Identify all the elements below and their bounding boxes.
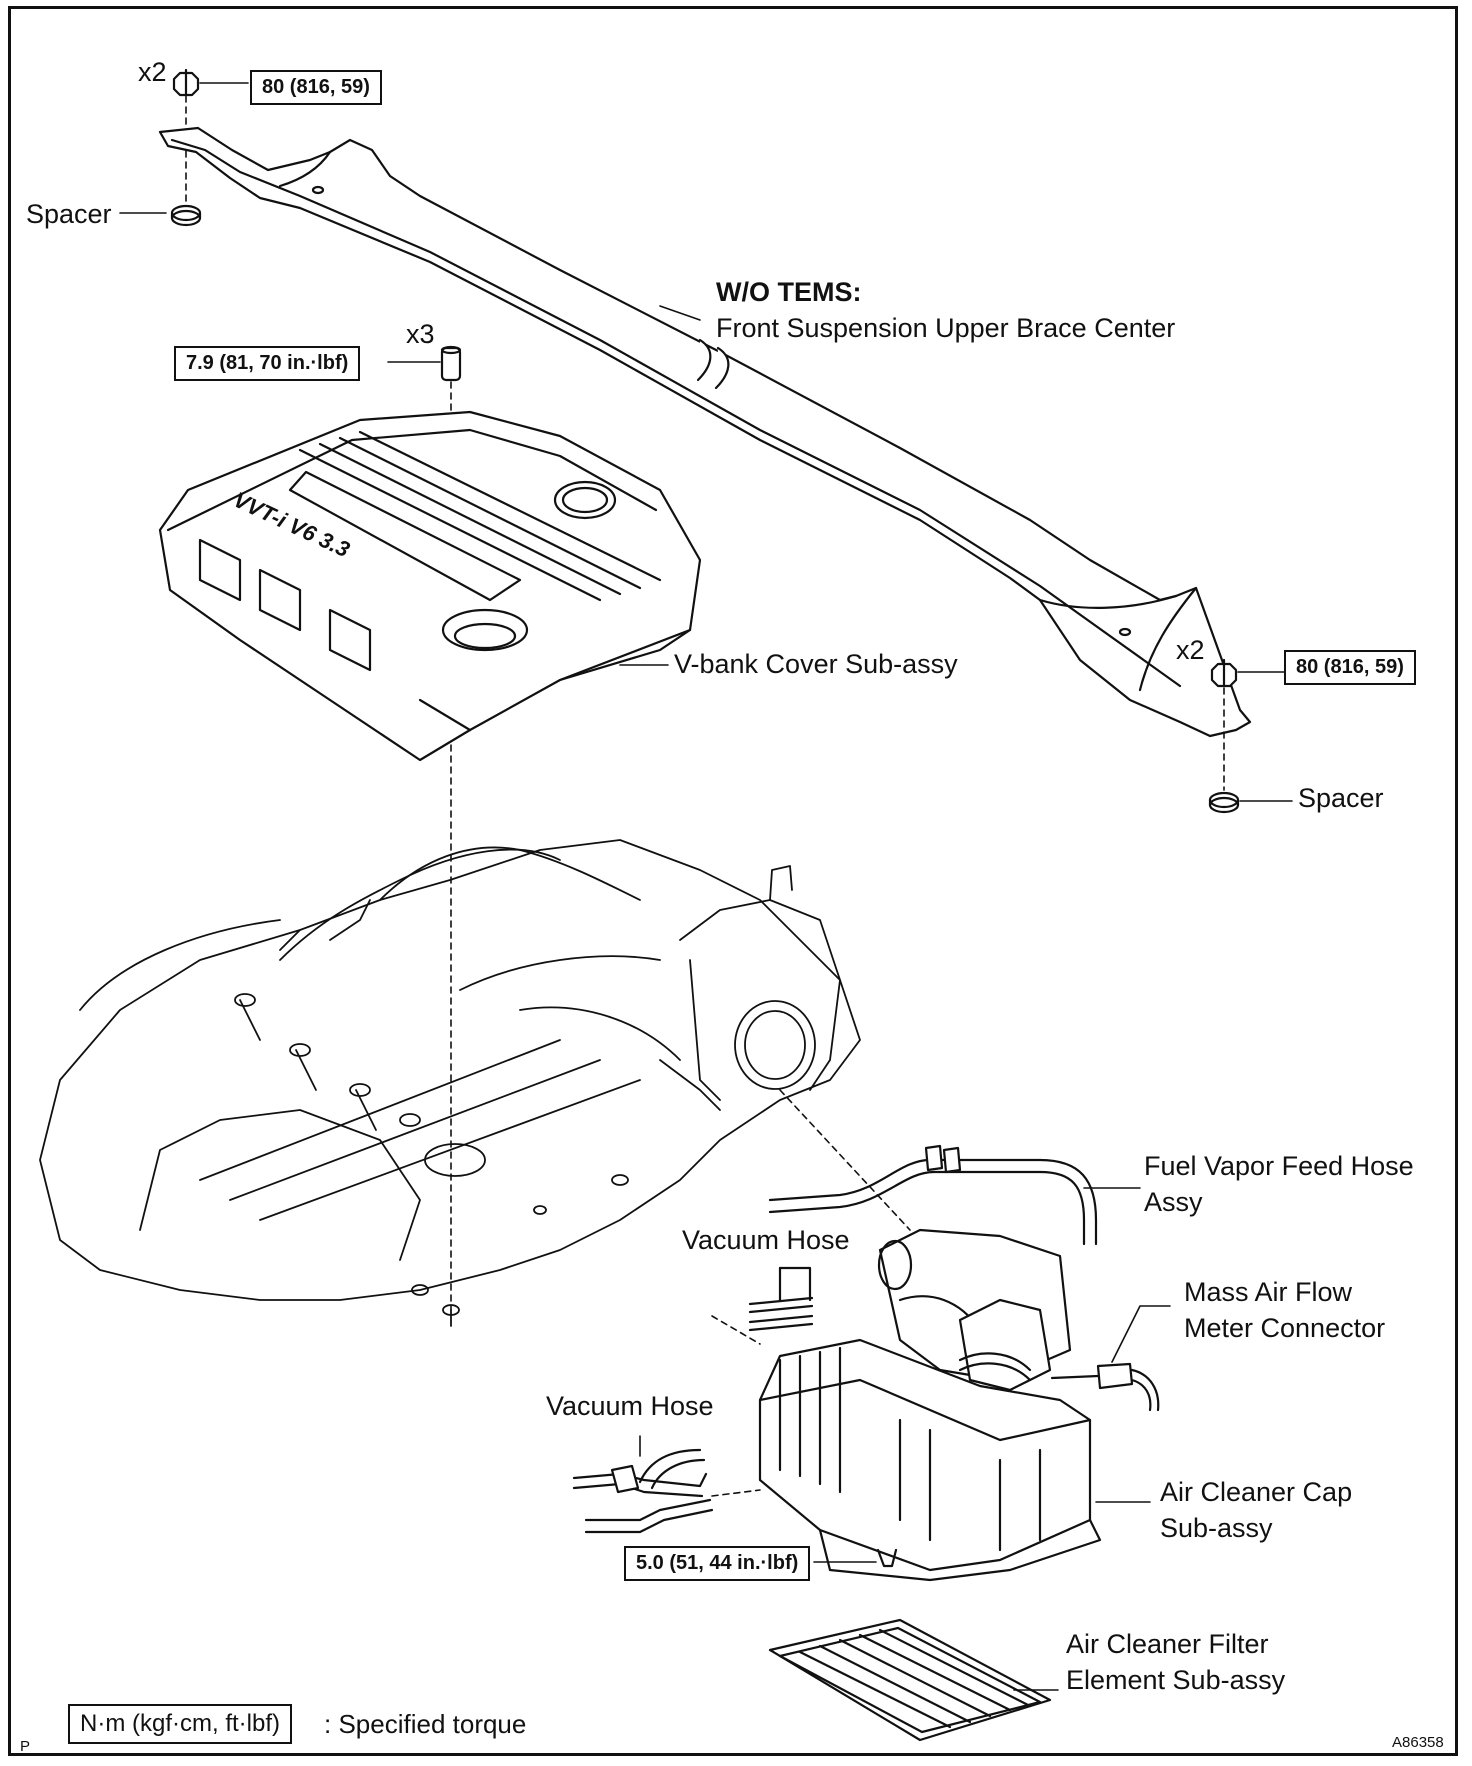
air-cleaner-cap <box>758 1228 1102 1582</box>
torque-box-brace-top: 80 (816, 59) <box>250 70 382 105</box>
front-suspension-upper-brace <box>158 126 1252 738</box>
qty-x3: x3 <box>406 319 435 349</box>
engine-block <box>39 839 861 1327</box>
vacuum-hose-lower <box>572 1448 714 1534</box>
label-spacer-top: Spacer <box>26 199 112 229</box>
vacuum-hose-upper <box>748 1266 814 1332</box>
label-filter-line2: Element Sub-assy <box>1066 1665 1286 1695</box>
air-cleaner-filter-element <box>768 1618 1052 1742</box>
label-air-cleaner-cap-line2: Sub-assy <box>1160 1513 1273 1543</box>
torque-box-brace-right: 80 (816, 59) <box>1284 650 1416 685</box>
diagram-frame <box>8 6 1458 1756</box>
label-fuel-vapor-hose-line2: Assy <box>1144 1187 1203 1217</box>
bolt-right <box>1210 658 1238 688</box>
label-fuel-vapor-hose-line1: Fuel Vapor Feed Hose <box>1144 1151 1414 1181</box>
label-v-bank-cover: V-bank Cover Sub-assy <box>674 649 958 679</box>
figure-id: A86358 <box>1392 1734 1444 1751</box>
label-vacuum-hose-upper: Vacuum Hose <box>682 1225 850 1255</box>
spacer-right <box>1208 791 1240 814</box>
torque-box-vbank: 7.9 (81, 70 in.·lbf) <box>174 346 361 381</box>
cover-clip <box>440 345 462 382</box>
label-front-suspension-upper-brace-center: Front Suspension Upper Brace Center <box>716 313 1176 343</box>
corner-code-left: P <box>20 1738 31 1755</box>
spacer-top-left <box>170 204 202 227</box>
v-bank-cover <box>158 410 702 762</box>
label-wo-tems: W/O TEMS: <box>716 277 862 307</box>
label-filter-line1: Air Cleaner Filter <box>1066 1629 1269 1659</box>
qty-x2-right: x2 <box>1176 635 1205 665</box>
qty-x2-top: x2 <box>138 57 167 87</box>
label-spacer-right: Spacer <box>1298 783 1384 813</box>
bolt-top-left <box>172 68 200 97</box>
label-maf-line1: Mass Air Flow <box>1184 1277 1353 1307</box>
maf-connector <box>1050 1362 1160 1412</box>
label-maf-line2: Meter Connector <box>1184 1313 1386 1343</box>
fuel-vapor-feed-hose <box>768 1144 1098 1246</box>
label-air-cleaner-cap-line1: Air Cleaner Cap <box>1160 1477 1353 1507</box>
torque-box-air-cleaner: 5.0 (51, 44 in.·lbf) <box>624 1546 811 1581</box>
legend-torque-box: N·m (kgf·cm, ft·lbf) <box>68 1704 292 1744</box>
legend-torque-text: : Specified torque <box>324 1709 527 1739</box>
label-vacuum-hose-lower: Vacuum Hose <box>546 1391 714 1421</box>
